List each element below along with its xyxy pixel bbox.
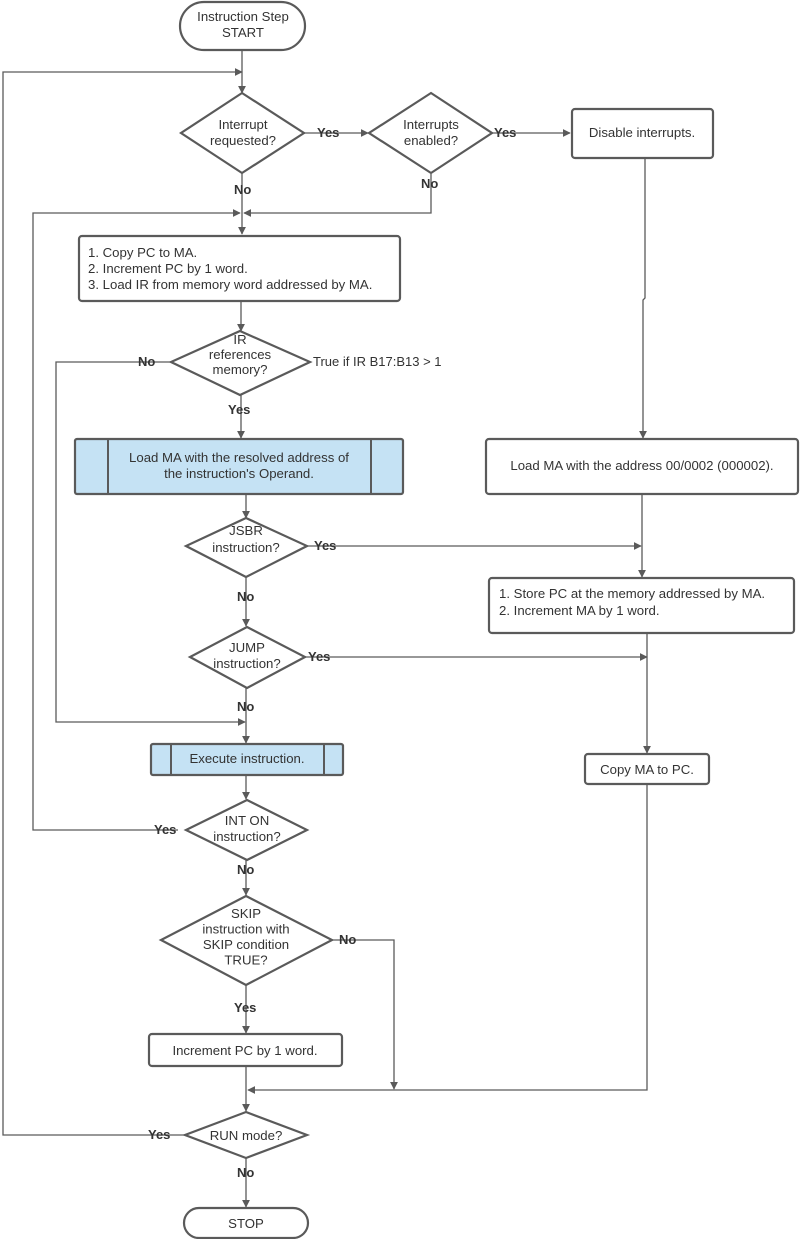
label-skip-yes: Yes	[234, 1000, 256, 1015]
edge-int-on-yes-loop	[32, 209, 241, 831]
edge-skip-no	[330, 939, 398, 1090]
label-enabled-yes: Yes	[494, 125, 516, 140]
label-jump-yes: Yes	[308, 649, 330, 664]
label-ir-yes: Yes	[228, 402, 250, 417]
svg-text:Execute instruction.: Execute instruction.	[189, 751, 304, 766]
svg-text:Load MA with the address 00/00: Load MA with the address 00/0002 (000002…	[510, 458, 773, 473]
label-run-no: No	[237, 1165, 254, 1180]
execute-process: Execute instruction.	[149, 742, 345, 777]
stop-terminal: STOP	[182, 1206, 310, 1239]
load-ma-address-process: Load MA with the address 00/0002 (000002…	[484, 437, 800, 496]
copy-ma-to-pc-process: Copy MA to PC.	[583, 752, 711, 786]
stop-text: STOP	[228, 1216, 264, 1231]
label-jump-no: No	[237, 699, 254, 714]
edge-run-yes-loop	[2, 68, 243, 1136]
svg-text:Disable interrupts.: Disable interrupts.	[589, 125, 695, 140]
label-interrupt-no: No	[234, 182, 251, 197]
connectors	[2, 50, 651, 1208]
edge-disable-to-load	[639, 158, 647, 439]
store-pc-process: 1. Store PC at the memory addressed by M…	[487, 576, 796, 635]
svg-text:RUN mode?: RUN mode?	[210, 1128, 283, 1143]
svg-text:Copy MA to PC.: Copy MA to PC.	[600, 762, 694, 777]
edge-copy-to-merge	[247, 784, 648, 1094]
label-jsbr-yes: Yes	[314, 538, 336, 553]
increment-pc-process: Increment PC by 1 word.	[147, 1032, 344, 1068]
svg-text:1. Copy PC to MA.2. Increment: 1. Copy PC to MA.2. Increment PC by 1 wo…	[88, 245, 372, 292]
edge-ir-no	[55, 361, 246, 726]
label-int-on-yes: Yes	[154, 822, 176, 837]
run-mode-decision: RUN mode?	[181, 1110, 311, 1160]
svg-text:1. Store PC at the memory addr: 1. Store PC at the memory addressed by M…	[499, 586, 765, 618]
svg-text:Load MA with the resolved addr: Load MA with the resolved address ofthe …	[129, 450, 349, 481]
label-jsbr-no: No	[237, 589, 254, 604]
label-skip-no: No	[339, 932, 356, 947]
label-run-yes: Yes	[148, 1127, 170, 1142]
label-ir-no: No	[138, 354, 155, 369]
label-int-on-no: No	[237, 862, 254, 877]
ir-condition-annotation: True if IR B17:B13 > 1	[313, 354, 442, 369]
edge-labels: Yes No Yes No No Yes Yes No Yes No Yes N…	[138, 125, 516, 1180]
fetch-process: 1. Copy PC to MA.2. Increment PC by 1 wo…	[77, 234, 402, 303]
disable-interrupts-process: Disable interrupts.	[570, 107, 715, 160]
edge-enabled-no	[243, 174, 432, 217]
label-interrupt-yes: Yes	[317, 125, 339, 140]
label-enabled-no: No	[421, 176, 438, 191]
svg-text:Increment PC by 1 word.: Increment PC by 1 word.	[172, 1043, 317, 1058]
